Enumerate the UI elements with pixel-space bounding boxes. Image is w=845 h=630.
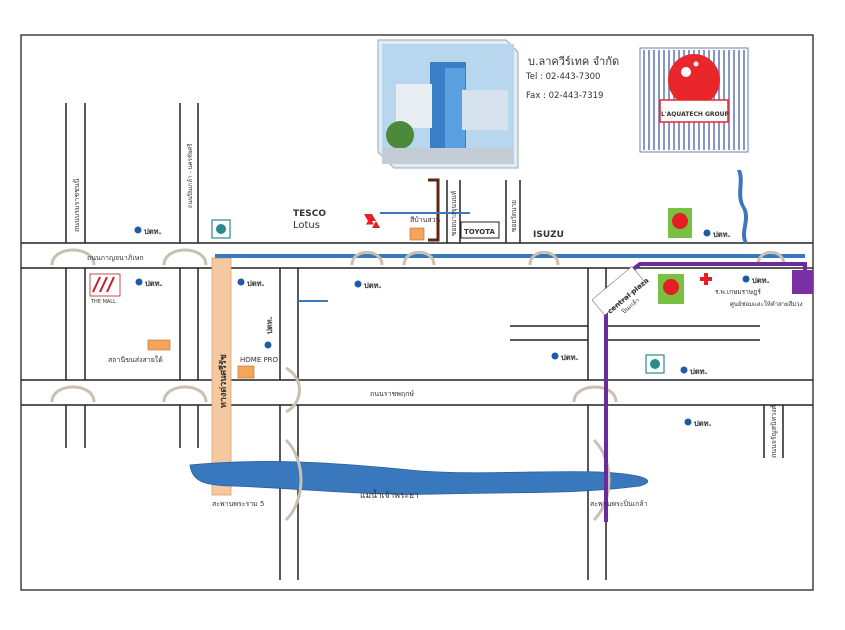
ptt-label: ปตท. (694, 419, 712, 428)
home-pro-icon (237, 365, 255, 379)
expressway-label: ทางด่วนศรีรัช (218, 354, 229, 408)
road-label-soi-right: ซอยวัดนาย (510, 200, 518, 232)
road-label-borommaratchachonnani: ถนนบรมราชชนนี (73, 178, 81, 232)
dotted-markers (298, 212, 470, 302)
ptt-label: ปตท. (690, 367, 708, 376)
aquatech-group-label: L'AQUATECH GROUP (661, 111, 729, 118)
pinklao-bridge-label: สะพานพระปิ่นเกล้า (590, 499, 648, 508)
road-label-ratchaphruek: ถนนราชพฤกษ์ (370, 390, 414, 398)
fuel-station-icon (645, 354, 665, 374)
road-label-kanchanaphisek: ถนนกาญจนาภิเษก (87, 254, 144, 262)
company-tel: Tel : 02-443-7300 (526, 72, 601, 82)
ptt-label: ปตท. (713, 230, 731, 239)
ptt-label: ปตท. (752, 276, 770, 285)
toyota-box (460, 221, 500, 239)
road-label-soi-mid: ซอยบางขุนนนท์ (450, 191, 458, 236)
road-label-pinklao: ถนนปิ่นเกล้า - นครชัยศรี (186, 143, 194, 208)
mitsubishi-icon (364, 214, 380, 228)
bus-terminal-icon (147, 339, 171, 351)
the-mall-label: THE MALL (90, 299, 116, 305)
hospital-icon (700, 273, 712, 285)
tesco-label: TESCO (293, 209, 326, 219)
sibaan-label: สีบ้านสวน (410, 216, 441, 224)
aquatech-logo (639, 47, 749, 153)
service-center-label: ศูนย์ซ่อมและให้คำสายสีม่วง (730, 300, 803, 308)
ptt-label: ปตท. (144, 227, 162, 236)
river (189, 461, 649, 495)
rama5-bridge-label: สะพานพระราม 5 (212, 500, 264, 508)
map-border (20, 34, 814, 591)
purple-line-station (792, 270, 813, 294)
sibaan-icon (409, 227, 425, 241)
the-mall-logo (89, 273, 121, 297)
company-name: บ.ลาควีร์เทค จำกัด (528, 55, 620, 68)
southern-bus-label: สถานีขนส่งสายใต้ (108, 355, 163, 364)
ptt-label: ปตท. (364, 281, 382, 290)
big-c-logo-top (668, 208, 692, 238)
hospital-label: ร.พ.เกษมราษฎร์ (715, 288, 761, 296)
river-label: แม่น้ำเจ้าพระยา (360, 489, 419, 501)
company-fax: Fax : 02-443-7319 (526, 91, 604, 101)
ptt-label: ปตท. (265, 316, 274, 334)
home-pro-label: HOME PRO (240, 356, 279, 364)
ptt-label: ปตท. (247, 279, 265, 288)
central-plaza-logo (591, 266, 645, 316)
big-c-logo-central (658, 274, 684, 304)
fuel-station-icon (211, 219, 231, 239)
ptt-label: ปตท. (561, 353, 579, 362)
toyota-label: TOYOTA (464, 228, 495, 236)
route-to-company (428, 178, 440, 242)
lotus-label: Lotus (293, 220, 320, 231)
road-network (21, 103, 813, 580)
company-photo (377, 39, 519, 169)
ptt-label: ปตท. (145, 279, 163, 288)
ptt-icons (134, 226, 750, 426)
road-label-charansanitwong: ถนนจรัญสนิทวงศ์ (770, 404, 778, 458)
canal (737, 170, 748, 243)
u-turns (50, 248, 786, 522)
isuzu-label: ISUZU (533, 230, 564, 240)
